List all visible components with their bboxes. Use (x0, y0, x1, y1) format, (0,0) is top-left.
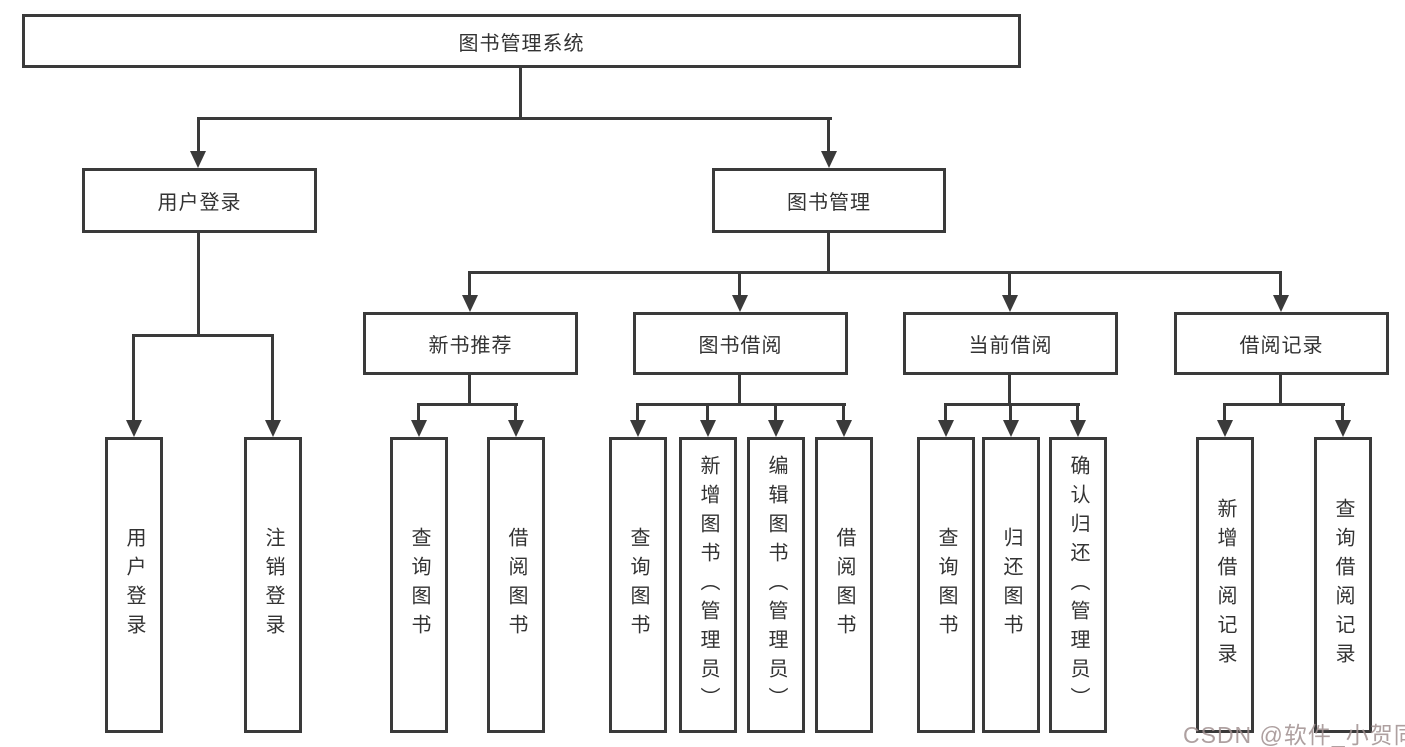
connector-recommend-bar (417, 403, 518, 406)
arrow-to-borrowing-records (1273, 295, 1289, 312)
connector-borrowing-trunk (738, 375, 741, 405)
connector-current-shaft-1 (944, 403, 947, 422)
leaf-confirm-return-admin: 确认归还（管理员） (1049, 437, 1107, 733)
arrow-to-leaf-add-borrow-record (1217, 420, 1233, 437)
csdn-watermark: CSDN @软件_小贺同学 (1183, 722, 1405, 747)
leaf-return-books: 归还图书 (982, 437, 1040, 733)
arrow-to-leaf-return-books (1003, 420, 1019, 437)
arrow-to-leaf-search-books-borrowing (630, 420, 646, 437)
leaf-edit-book-admin: 编辑图书（管理员） (747, 437, 805, 733)
arrow-to-leaf-borrow-books-borrowing (836, 420, 852, 437)
arrow-to-leaf-borrow-books-recommend (508, 420, 524, 437)
connector-user-login-shaft-2 (271, 334, 274, 422)
connector-records-bar (1223, 403, 1345, 406)
arrow-to-book-borrowing (732, 295, 748, 312)
connector-book-mgmt-trunk (827, 233, 830, 273)
connector-book-mgmt-shaft-4 (1279, 271, 1282, 298)
leaf-search-books-recommend: 查询图书 (390, 437, 448, 733)
connector-records-trunk (1279, 375, 1282, 405)
connector-borrowing-shaft-4 (842, 403, 845, 422)
arrow-to-leaf-search-books-current (938, 420, 954, 437)
connector-root-shaft-right (827, 117, 830, 155)
node-library-management-system: 图书管理系统 (22, 14, 1021, 68)
connector-current-bar (944, 403, 1080, 406)
arrow-to-leaf-search-borrow-record (1335, 420, 1351, 437)
connector-root-bar (197, 117, 832, 120)
connector-records-shaft-2 (1341, 403, 1344, 422)
arrow-to-new-book-recommendation (462, 295, 478, 312)
arrow-to-leaf-add-book (700, 420, 716, 437)
node-book-borrowing: 图书借阅 (633, 312, 848, 375)
leaf-search-books-current: 查询图书 (917, 437, 975, 733)
connector-book-mgmt-bar (468, 271, 1282, 274)
leaf-add-book-admin: 新增图书（管理员） (679, 437, 737, 733)
leaf-logout: 注销登录 (244, 437, 302, 733)
arrow-to-leaf-edit-book (768, 420, 784, 437)
arrow-to-book-management (821, 151, 837, 168)
arrow-to-current-borrowing (1002, 295, 1018, 312)
connector-user-login-shaft-1 (132, 334, 135, 422)
connector-recommend-shaft-2 (514, 403, 517, 422)
connector-records-shaft-1 (1223, 403, 1226, 422)
connector-current-shaft-3 (1076, 403, 1079, 422)
leaf-search-borrow-record: 查询借阅记录 (1314, 437, 1372, 733)
connector-book-mgmt-shaft-2 (738, 271, 741, 298)
leaf-borrow-books-recommend: 借阅图书 (487, 437, 545, 733)
connector-recommend-shaft-1 (417, 403, 420, 422)
connector-current-trunk (1008, 375, 1011, 405)
arrow-to-leaf-user-login (126, 420, 142, 437)
leaf-borrow-books-borrowing: 借阅图书 (815, 437, 873, 733)
connector-borrowing-shaft-2 (706, 403, 709, 422)
connector-user-login-bar (132, 334, 274, 337)
node-new-book-recommendation: 新书推荐 (363, 312, 578, 375)
leaf-user-login: 用户登录 (105, 437, 163, 733)
connector-book-mgmt-shaft-1 (468, 271, 471, 298)
connector-book-mgmt-shaft-3 (1008, 271, 1011, 298)
arrow-to-leaf-search-books-recommend (411, 420, 427, 437)
connector-borrowing-shaft-1 (636, 403, 639, 422)
leaf-add-borrow-record: 新增借阅记录 (1196, 437, 1254, 733)
node-current-borrowing: 当前借阅 (903, 312, 1118, 375)
connector-user-login-trunk (197, 232, 200, 337)
connector-recommend-trunk (468, 375, 471, 405)
arrow-to-leaf-logout (265, 420, 281, 437)
node-user-login: 用户登录 (82, 168, 317, 233)
connector-borrowing-bar (636, 403, 846, 406)
leaf-search-books-borrowing: 查询图书 (609, 437, 667, 733)
arrow-to-leaf-confirm-return (1070, 420, 1086, 437)
node-borrowing-records: 借阅记录 (1174, 312, 1389, 375)
node-book-management: 图书管理 (712, 168, 946, 233)
connector-root-trunk (519, 67, 522, 119)
connector-current-shaft-2 (1009, 403, 1012, 422)
connector-root-shaft-left (197, 117, 200, 155)
connector-borrowing-shaft-3 (774, 403, 777, 422)
arrow-to-user-login (190, 151, 206, 168)
